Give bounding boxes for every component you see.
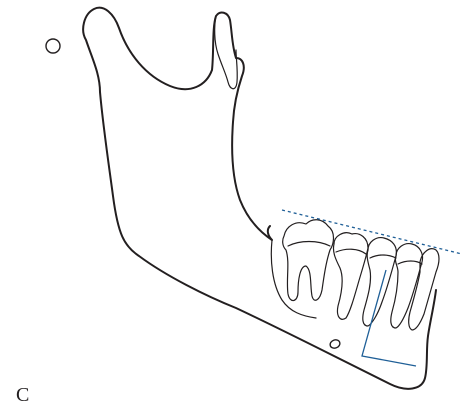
mental-foramen: [329, 339, 341, 350]
alveolar-contour: [271, 240, 316, 318]
premolar-1-crown-line: [370, 255, 396, 258]
molar-2: [333, 233, 368, 320]
molar-1-crown-line: [288, 242, 330, 247]
mandible-outline: [83, 8, 436, 389]
occlusal-plane-dashed-line: [282, 210, 462, 254]
premolar-2: [391, 244, 423, 328]
premolar-2-crown-line: [398, 261, 422, 264]
molar-1: [283, 220, 334, 301]
reference-circle: [46, 39, 60, 53]
panel-label: C: [16, 385, 29, 405]
teeth-group: [271, 220, 439, 330]
molar-2-crown-line: [336, 249, 366, 254]
